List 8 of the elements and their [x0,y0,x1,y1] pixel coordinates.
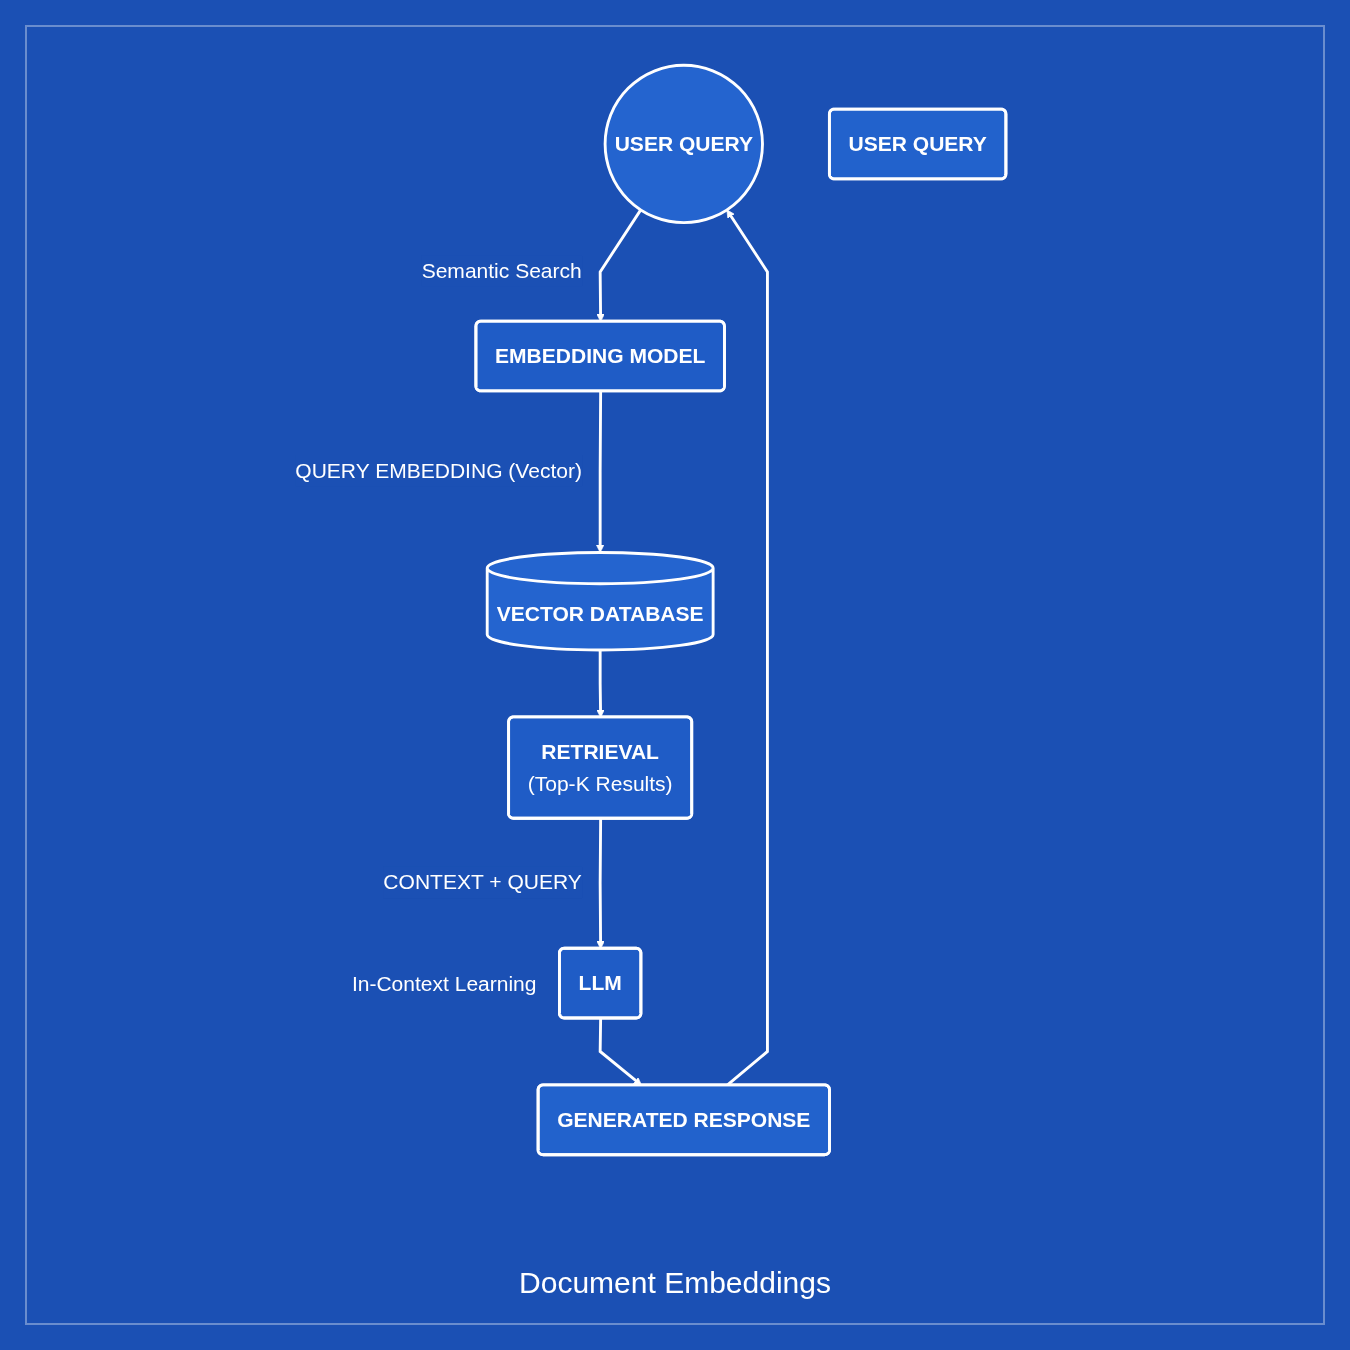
node-circle: USER QUERY [603,63,764,225]
arrow [596,209,642,322]
edge-label: QUERY EMBEDDING (Vector) [295,458,582,483]
edge-label: CONTEXT + QUERY [383,870,582,895]
arrow [595,391,605,553]
note-text: In-Context Learning [351,971,537,995]
edge-label: Semantic Search [421,259,582,283]
note-text: Document Embeddings [519,1266,831,1300]
